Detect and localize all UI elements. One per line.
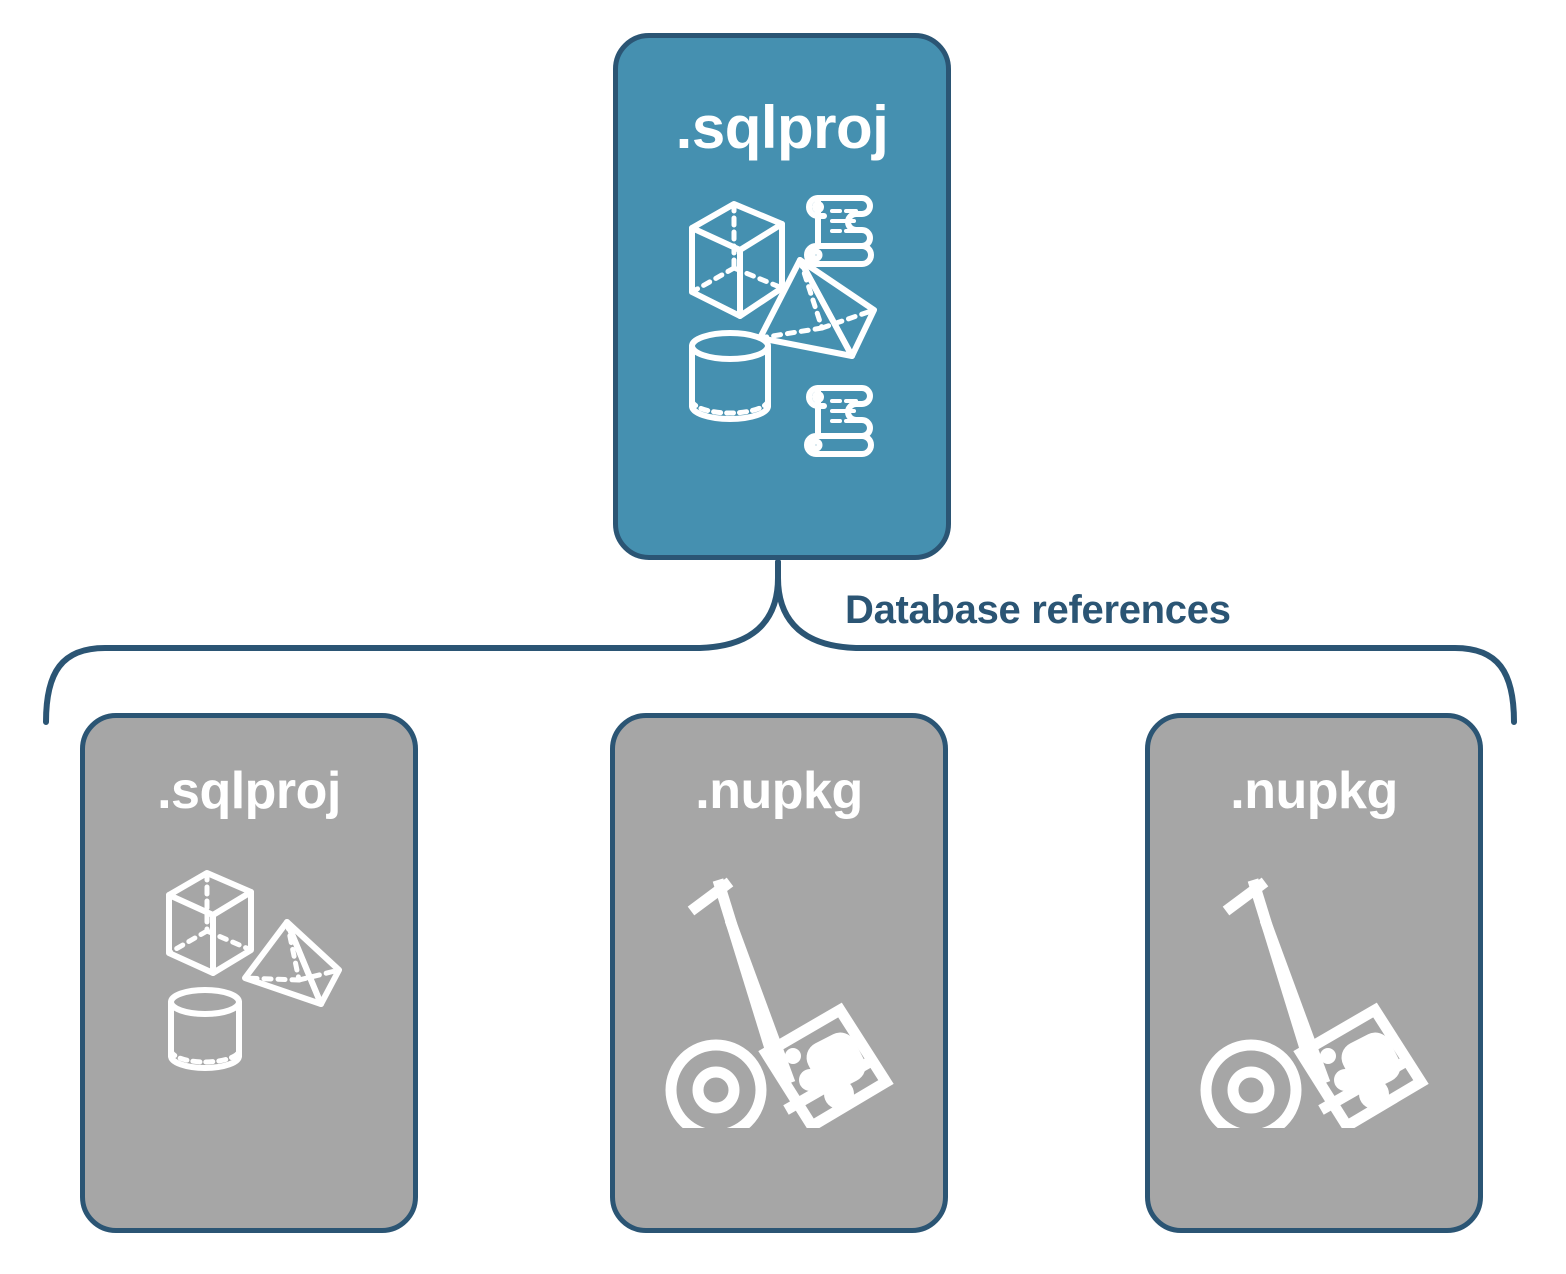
hand-truck-package-icon [1200, 877, 1429, 1128]
node-parent-sqlproj[interactable]: .sqlproj [613, 33, 951, 560]
cylinder-icon [168, 987, 242, 1071]
brace-label-database-references: Database references [845, 588, 1231, 632]
node-child-sqlproj-icons [85, 860, 413, 1080]
cylinder-icon [689, 330, 771, 422]
pyramid-icon [757, 257, 877, 359]
node-child-nupkg-2[interactable]: .nupkg [1145, 713, 1483, 1233]
node-child-nupkg-1[interactable]: .nupkg [610, 713, 948, 1233]
node-child-sqlproj-label: .sqlproj [157, 762, 341, 820]
node-child-nupkg-1-label: .nupkg [695, 762, 863, 820]
node-child-nupkg-1-icons [615, 868, 943, 1128]
shapes-icon-group [166, 870, 342, 1071]
pyramid-icon [242, 919, 342, 1007]
scroll-icon [804, 195, 874, 267]
cube-icon [166, 870, 254, 976]
scroll-icon [804, 385, 874, 457]
parent-icon-group [689, 195, 877, 457]
node-parent-label: .sqlproj [675, 94, 889, 161]
cube-icon [689, 201, 785, 319]
node-child-nupkg-2-label: .nupkg [1230, 762, 1398, 820]
node-child-sqlproj[interactable]: .sqlproj [80, 713, 418, 1233]
node-parent-icons [618, 188, 946, 458]
hand-truck-package-icon [665, 877, 894, 1128]
node-child-nupkg-2-icons [1150, 868, 1478, 1128]
